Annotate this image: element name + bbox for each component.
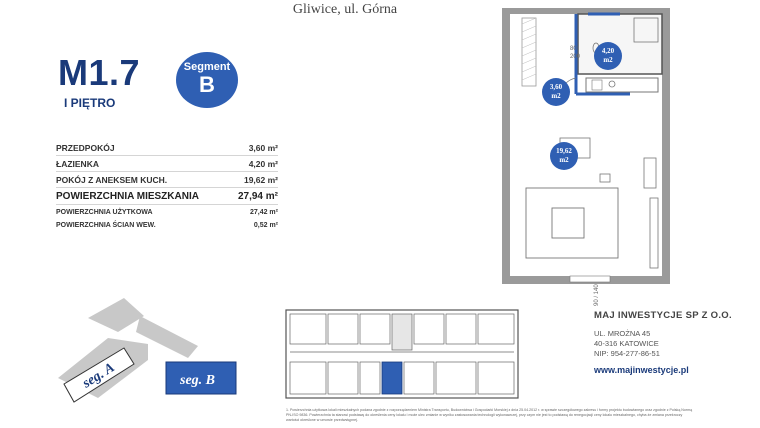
segment-b-label: seg. B <box>179 373 215 388</box>
shelf <box>649 197 659 269</box>
area-row: POKÓJ Z ANEKSEM KUCH. 19,62 m² <box>56 172 278 188</box>
wardrobe <box>521 17 537 87</box>
total-area-name: POWIERZCHNIA MIESZKANIA <box>56 191 199 202</box>
usable-area-name: POWIERZCHNIA UŻYTKOWA <box>56 209 153 216</box>
company-nip: NIP: 954-277-86-51 <box>594 349 660 358</box>
company-name: MAJ INWESTYCJE SP Z O.O. <box>594 310 732 321</box>
company-website-link[interactable]: www.majinwestycje.pl <box>594 365 689 375</box>
segments-site-map: seg. A seg. B <box>38 288 278 418</box>
footnote: 1. Powierzchnia użytkowa lokali mieszkal… <box>286 408 693 422</box>
kitchen-counter <box>585 77 659 93</box>
chair <box>599 173 611 183</box>
shower <box>633 17 659 43</box>
building-rooms <box>289 313 515 395</box>
sink <box>608 80 616 88</box>
area-name: POKÓJ Z ANEKSEM KUCH. <box>56 175 168 185</box>
segment-letter: B <box>199 72 215 97</box>
company-street: UL. MROŻNA 45 <box>594 329 651 338</box>
floor-plan-drawing: 80 200 90 / 140 <box>502 6 670 306</box>
bed-pillow <box>551 207 585 239</box>
segment-b-block <box>165 361 237 395</box>
area-value: 3,60 m² <box>248 143 278 153</box>
site-map-drawing: seg. A seg. B <box>58 298 237 403</box>
bathroom-outline <box>577 13 663 75</box>
sofa <box>643 157 657 189</box>
area-row: ŁAZIENKA 4,20 m² <box>56 156 278 172</box>
walls-area-value: 0,52 m² <box>253 222 278 229</box>
apartment-floor: I PIĘTRO <box>64 96 116 110</box>
highlighted-apartment <box>381 361 403 395</box>
area-name: ŁAZIENKA <box>56 159 99 169</box>
segment-a-block <box>63 347 135 403</box>
walls-area-row: POWIERZCHNIA ŚCIAN WEW. 0,52 m² <box>56 218 278 231</box>
area-row: PRZEDPOKÓJ 3,60 m² <box>56 140 278 156</box>
building-shape <box>88 298 144 332</box>
building-plan-drawing <box>285 309 519 399</box>
project-location: Gliwice, ul. Górna <box>292 2 398 17</box>
company-info: MAJ INWESTYCJE SP Z O.O. UL. MROŻNA 45 4… <box>594 310 754 375</box>
total-area-row: POWIERZCHNIA MIESZKANIA 27,94 m² <box>56 188 278 205</box>
wardrobe-hatch <box>521 17 537 81</box>
usable-area-value: 27,42 m² <box>249 209 278 216</box>
usable-area-row: POWIERZCHNIA UŻYTKOWA 27,42 m² <box>56 205 278 218</box>
building-shape <box>136 316 198 358</box>
segment-label: Segment <box>183 61 231 73</box>
stove <box>591 79 603 91</box>
area-name: PRZEDPOKÓJ <box>56 143 115 153</box>
apartment-code: M1.7 <box>58 52 141 93</box>
area-value: 4,20 m² <box>248 159 278 169</box>
window <box>569 275 611 283</box>
segment-badge: Segment B <box>176 52 238 108</box>
door-width-label: 80 <box>570 46 577 52</box>
window-dims-label: 90 / 140 <box>594 284 600 306</box>
walls-area-name: POWIERZCHNIA ŚCIAN WEW. <box>56 222 156 229</box>
staircase <box>391 313 413 351</box>
building-floor-plan <box>284 306 520 402</box>
total-area-value: 27,94 m² <box>237 191 278 202</box>
area-table: PRZEDPOKÓJ 3,60 m² ŁAZIENKA 4,20 m² POKÓ… <box>56 140 278 231</box>
company-city: 40-316 KATOWICE <box>594 339 659 348</box>
bed <box>525 187 619 259</box>
area-value: 19,62 m² <box>243 175 278 185</box>
door-height-label: 200 <box>570 54 581 60</box>
